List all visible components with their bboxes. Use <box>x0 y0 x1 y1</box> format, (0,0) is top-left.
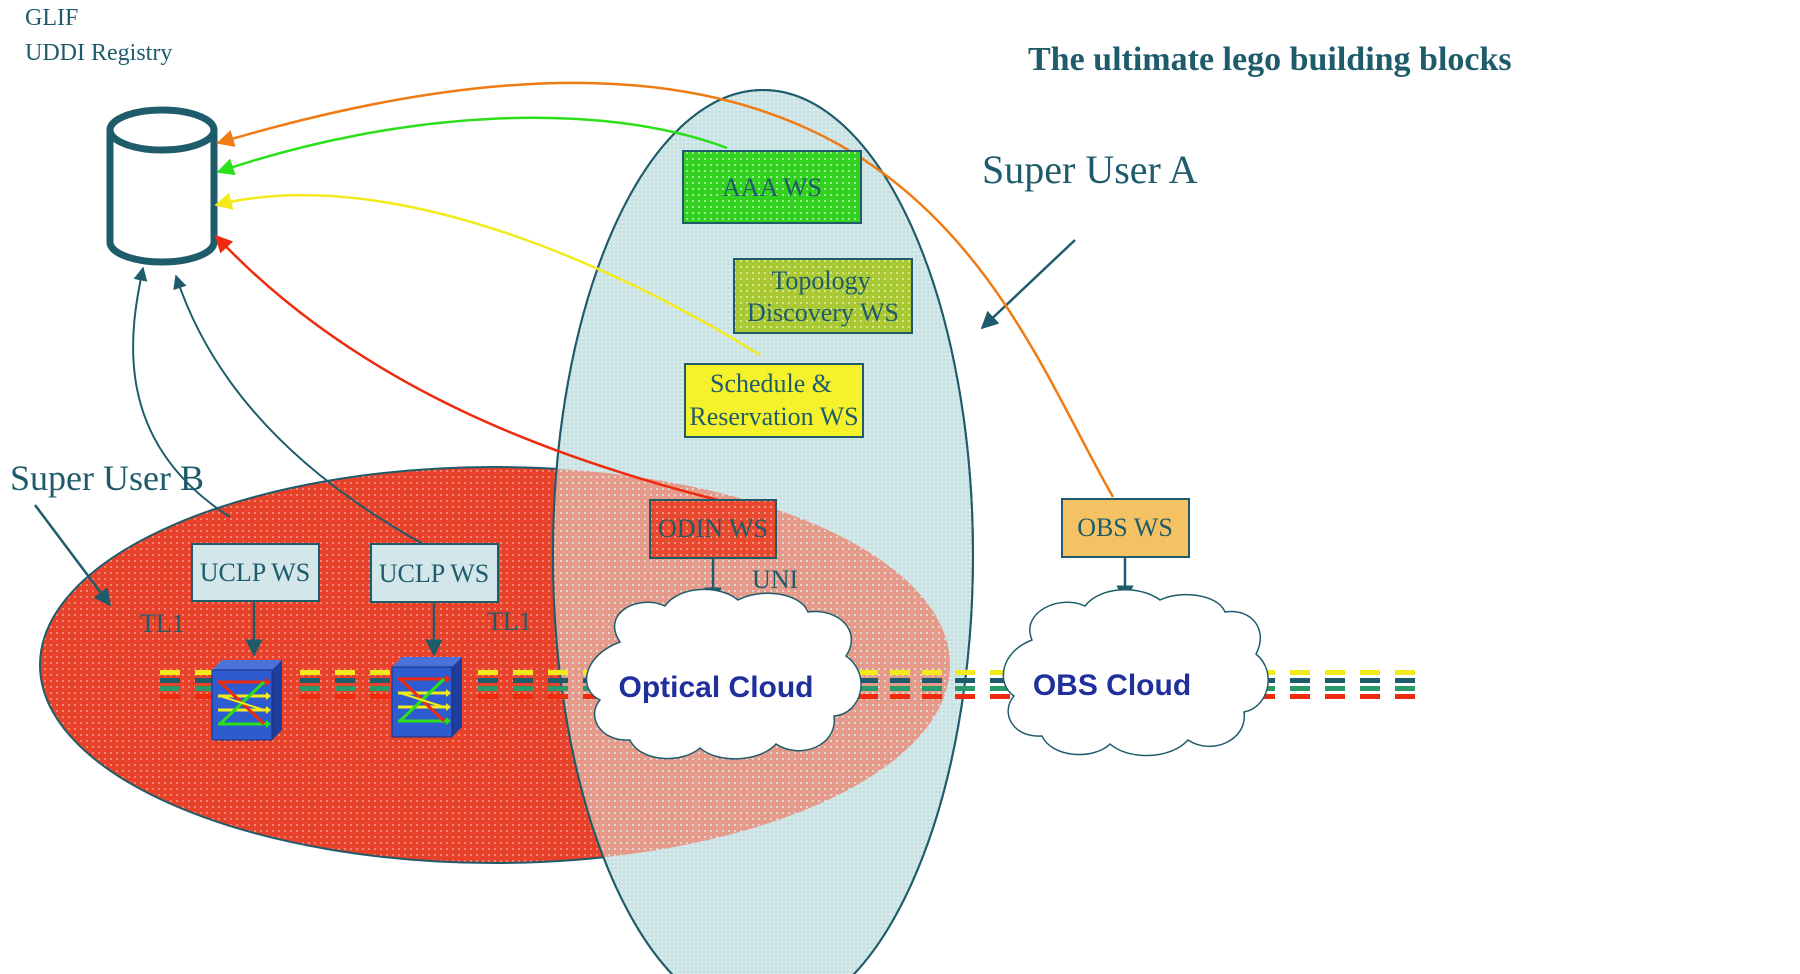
obs-ws-label: OBS WS <box>1077 513 1173 542</box>
super-user-b-label: Super User B <box>10 458 204 498</box>
lightpath-dash <box>548 670 568 699</box>
registry-label-glif: GLIF <box>25 5 78 31</box>
odin-registration-arrow <box>214 234 719 502</box>
lightpath-dashes <box>160 670 1415 699</box>
lightpath-dash <box>195 670 215 699</box>
uclp-ws-box-1: UCLP WS <box>191 543 320 602</box>
lightpath-dash <box>1325 670 1345 699</box>
obs-cloud-label: OBS Cloud <box>1033 669 1191 702</box>
registry-label-uddi: UDDI Registry <box>25 40 172 66</box>
topology-discovery-ws-box: Topology Discovery WS <box>733 258 913 334</box>
lightpath-dash <box>922 670 942 699</box>
uclp-2-registration-arrow <box>173 274 424 545</box>
optical-cloud-label: Optical Cloud <box>619 671 814 704</box>
schedule-reservation-ws-box: Schedule & Reservation WS <box>684 363 864 438</box>
super-user-a-label: Super User A <box>982 147 1198 192</box>
lightpath-dash <box>513 670 533 699</box>
uclp-ws-label-1: UCLP WS <box>200 558 311 587</box>
registry-database-icon <box>106 106 218 266</box>
odin-ws-box: ODIN WS <box>649 499 777 559</box>
optical-switch-icon-2 <box>391 657 462 738</box>
schedule-registration-arrow <box>214 192 761 357</box>
obs-ws-box: OBS WS <box>1061 498 1190 558</box>
obs-cloud <box>1002 589 1269 757</box>
domain-overlap <box>553 467 950 863</box>
lightpath-dash <box>160 670 180 699</box>
lightpath-dash <box>478 670 498 699</box>
topology-label-line1: Topology <box>771 266 870 295</box>
schedule-label-line1: Schedule & <box>710 369 832 398</box>
aaa-registration-arrow <box>216 116 728 176</box>
obs-registration-arrow <box>216 81 1115 498</box>
lightpath-dash <box>1395 670 1415 699</box>
odin-ws-label: ODIN WS <box>658 514 768 543</box>
optical-cloud <box>585 588 862 760</box>
page-title: The ultimate lego building blocks <box>1028 41 1512 78</box>
uclp-ws-label-2: UCLP WS <box>379 559 490 588</box>
topology-label-line2: Discovery WS <box>747 298 899 327</box>
optical-switch-icon-1 <box>211 660 282 741</box>
lightpath-dash <box>300 670 320 699</box>
lightpath-dash <box>890 670 910 699</box>
lightpath-dash <box>858 670 878 699</box>
tl1-label-right: TL1 <box>487 607 532 636</box>
lightpath-dash <box>370 670 390 699</box>
lightpath-dash <box>1360 670 1380 699</box>
tl1-label-left: TL1 <box>140 609 185 638</box>
uni-label: UNI <box>752 565 798 594</box>
schedule-label-line2: Reservation WS <box>689 402 858 431</box>
super-user-a-outline <box>552 89 974 974</box>
lightpath-dash <box>1290 670 1310 699</box>
super-user-a-pointer <box>980 239 1076 330</box>
aaa-ws-label: AAA WS <box>722 173 822 202</box>
uclp-1-registration-arrow <box>132 266 231 518</box>
lightpath-dash <box>955 670 975 699</box>
lightpath-dash <box>335 670 355 699</box>
super-user-b-pointer <box>34 504 112 607</box>
uclp-ws-box-2: UCLP WS <box>370 543 499 603</box>
aaa-ws-box: AAA WS <box>682 150 862 224</box>
lightpath-dash <box>990 670 1010 699</box>
